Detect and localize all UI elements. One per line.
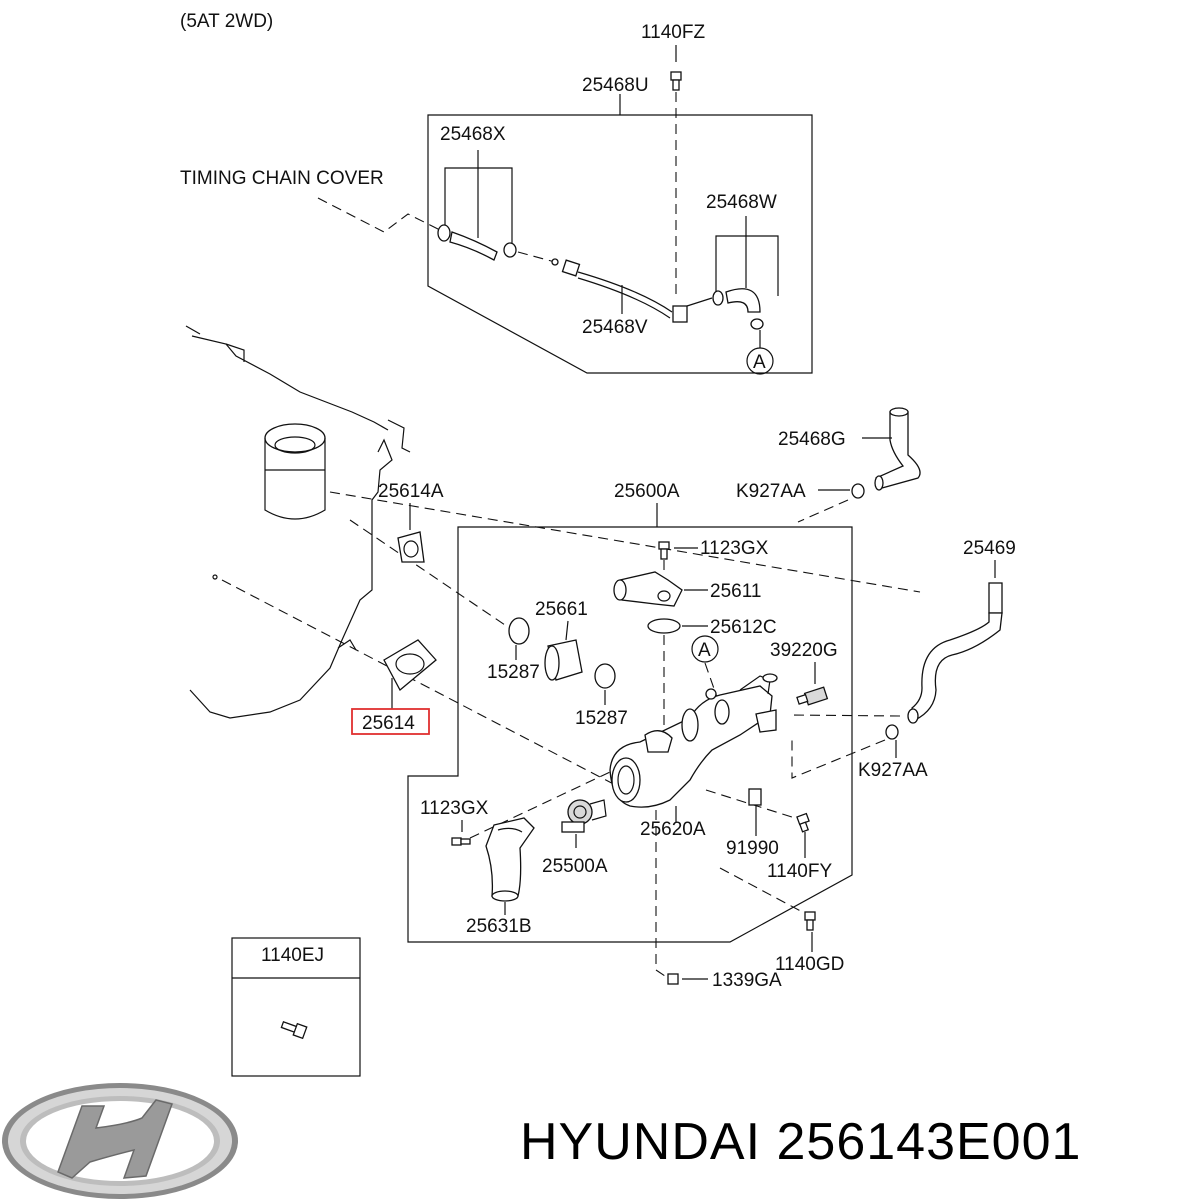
hose-25468G-icon <box>874 407 921 491</box>
label-1140EJ: 1140EJ <box>261 945 324 966</box>
bolt-1140EJ-box: 1140EJ <box>231 937 361 1077</box>
highlight-box-25614 <box>351 708 430 735</box>
label-25614: 25614 <box>362 713 415 734</box>
tube-25661-icon <box>544 639 583 681</box>
pipe-25469-icon <box>907 582 1003 724</box>
thermostat-housing-frame <box>407 526 853 943</box>
breather-group-frame <box>427 114 813 374</box>
label-1339GA: 1339GA <box>712 970 782 991</box>
config-note: (5AT 2WD) <box>180 11 273 32</box>
gasket-25614-icon <box>383 639 437 692</box>
ref-a-circle-top <box>746 347 774 375</box>
label-25500A: 25500A <box>542 856 608 877</box>
label-25468X: 25468X <box>440 124 506 145</box>
bolt-1140FZ-icon <box>670 71 682 91</box>
label-25468W: 25468W <box>706 192 777 213</box>
breather-hose-group: 25468U 1140FZ 25468X TIMING CHAIN COVER <box>180 22 813 375</box>
label-25469: 25469 <box>963 538 1016 559</box>
housing-25620A-icon <box>609 673 778 808</box>
hose-25468X-icon <box>437 224 517 261</box>
label-1140GD: 1140GD <box>775 954 844 975</box>
bolt-1123GX-top-icon <box>658 541 670 560</box>
label-39220G: 39220G <box>770 640 838 661</box>
label-25468V: 25468V <box>582 317 648 338</box>
label-25614A: 25614A <box>378 481 444 502</box>
bolt-1123GX-bottom-icon <box>451 837 471 846</box>
brand-part-number: HYUNDAI 256143E001 <box>520 1113 1082 1171</box>
engine-block-outline <box>185 325 411 719</box>
oring-15287-b-icon <box>594 663 616 689</box>
bolt-1140GD-icon <box>804 911 816 931</box>
label-15287-a: 15287 <box>487 662 540 683</box>
cylinder-bore-icon <box>264 423 326 520</box>
sensor-39220G-icon <box>796 686 829 706</box>
label-25611: 25611 <box>710 581 761 602</box>
hyundai-logo <box>2 1083 238 1199</box>
label-25631B: 25631B <box>466 916 532 937</box>
label-25468U: 25468U <box>582 75 649 96</box>
label-25600A: 25600A <box>614 481 680 502</box>
oring-15287-a-icon <box>508 617 530 645</box>
bolt-1140FY-icon <box>796 812 810 833</box>
hose-25468W-icon <box>712 288 764 330</box>
label-15287-b: 15287 <box>575 708 628 729</box>
ref-a-circle-main <box>691 635 719 663</box>
outlet-25631B-icon <box>485 817 535 902</box>
bracket-91990-icon <box>748 788 762 806</box>
label-25468G: 25468G <box>778 429 846 450</box>
label-25620A: 25620A <box>640 819 706 840</box>
bolt-1140EJ-icon <box>280 1020 308 1040</box>
leader-engine-3 <box>221 579 626 791</box>
label-1123GX-top: 1123GX <box>700 538 769 559</box>
label-91990: 91990 <box>726 838 779 859</box>
label-K927AA-top: K927AA <box>736 481 806 502</box>
thermostat-25500A-icon <box>561 799 607 833</box>
pipe-25468V-icon <box>551 258 713 323</box>
oring-25612C-icon <box>647 618 681 634</box>
nut-1339GA-icon <box>667 973 679 985</box>
label-timing-chain-cover: TIMING CHAIN COVER <box>180 168 384 189</box>
gasket-25614A-icon <box>397 531 425 563</box>
fitting-25611-icon <box>613 571 683 607</box>
leader-engine-2 <box>349 519 506 626</box>
leader-engine-1 <box>329 491 921 593</box>
clamp-K927AA-top-icon <box>851 483 865 499</box>
ref-a-main: A <box>698 640 711 661</box>
label-1140FZ: 1140FZ <box>641 22 705 43</box>
label-K927AA-right: K927AA <box>858 760 928 781</box>
label-1140FY: 1140FY <box>767 861 832 882</box>
clamp-K927AA-right-icon <box>885 724 899 740</box>
label-25612C: 25612C <box>710 617 777 638</box>
label-1123GX-bottom: 1123GX <box>420 798 489 819</box>
label-25661: 25661 <box>535 599 588 620</box>
ref-a-top: A <box>753 352 766 373</box>
